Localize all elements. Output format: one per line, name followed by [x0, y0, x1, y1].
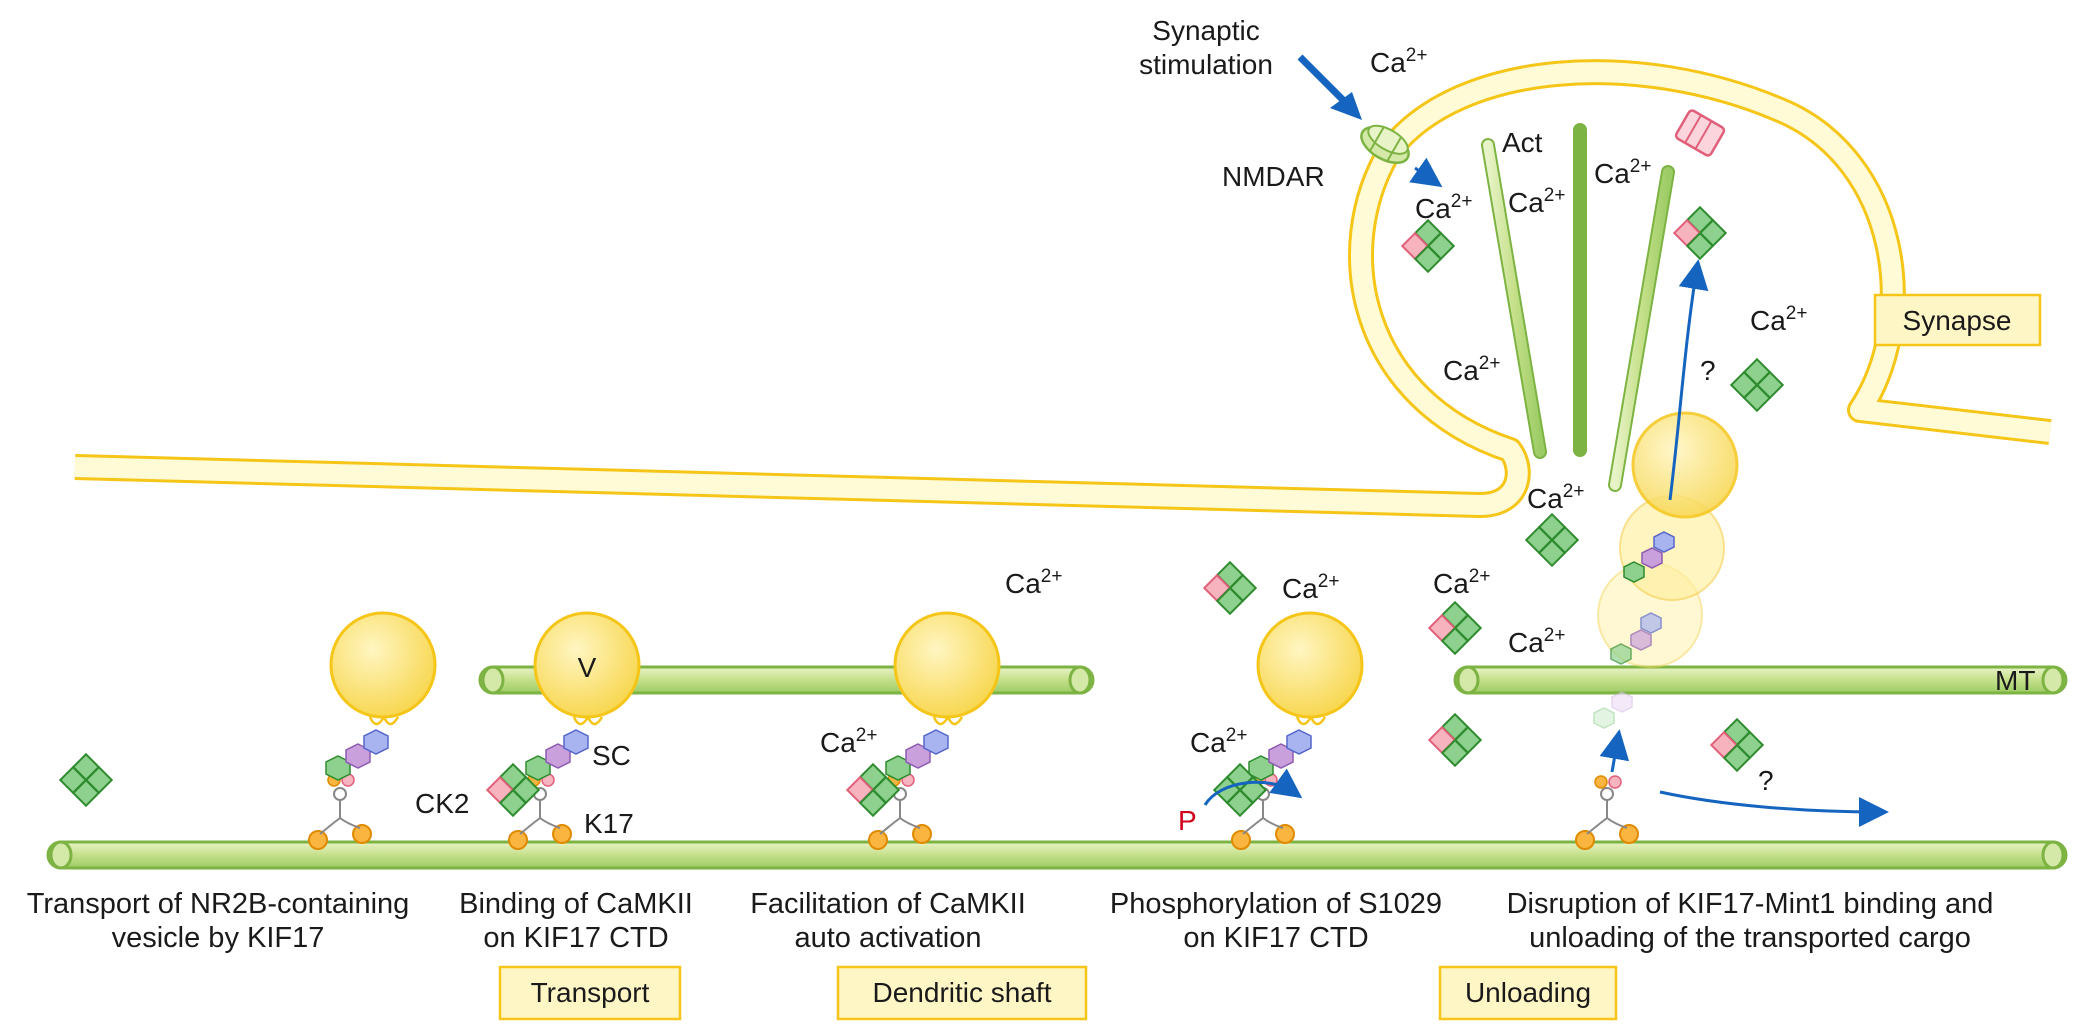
ca-label: Ca2+ [1190, 725, 1247, 758]
caption-1: Transport of NR2B-containing vesicle by … [27, 888, 410, 954]
ca-label: Ca2+ [820, 725, 877, 758]
mt-label: MT [1995, 665, 2035, 696]
ca-label: Ca2+ [1005, 566, 1062, 599]
svg-text:Dendritic shaft: Dendritic shaft [873, 977, 1052, 1008]
ck2-label: CK2 [415, 788, 469, 819]
camkii-cluster [1428, 601, 1482, 655]
camkii-cluster [1525, 513, 1579, 567]
camkii-cluster [1730, 358, 1784, 412]
synapse-box: Synapse [1873, 293, 2042, 347]
camkii-cluster [59, 753, 113, 807]
svg-text:Phosphorylation of S1029: Phosphorylation of S1029 [1110, 888, 1442, 920]
question-label-release: ? [1758, 765, 1774, 796]
camkii-cluster [1710, 718, 1764, 772]
synaptic-stimulation-label: Synaptic [1152, 15, 1259, 46]
p-label: P [1178, 805, 1197, 836]
ca-label: Ca2+ [1282, 571, 1339, 604]
svg-text:Transport of NR2B-containing: Transport of NR2B-containing [27, 888, 410, 920]
stage-3-complex [846, 611, 1001, 850]
svg-text:Synapse: Synapse [1903, 305, 2012, 336]
pink-channel-icon [1674, 109, 1726, 157]
ca-influx-arrow-icon [1409, 157, 1443, 188]
stage-5-complex [1575, 259, 1889, 850]
camkii-cluster [1428, 713, 1482, 767]
microtubule-upper-right [1453, 665, 2068, 695]
svg-text:Unloading: Unloading [1465, 977, 1591, 1008]
ca-label: Ca2+ [1433, 566, 1490, 599]
microtubule-bottom [46, 840, 2068, 870]
svg-text:Binding of CaMKII: Binding of CaMKII [459, 888, 693, 920]
act-label: Act [1502, 127, 1543, 158]
caption-5: Disruption of KIF17-Mint1 binding and un… [1507, 888, 1994, 954]
stage-1-complex [308, 611, 437, 850]
ca-label: Ca2+ [1594, 156, 1651, 189]
stimulation-arrow-icon [1297, 54, 1362, 120]
dendrite-membrane [74, 59, 2052, 518]
vesicle-label: V [578, 652, 597, 683]
ca-label: Ca2+ [1508, 185, 1565, 218]
nmdar-channel-icon [1360, 124, 1410, 165]
svg-text:on KIF17 CTD: on KIF17 CTD [1183, 922, 1368, 954]
ca-label: Ca2+ [1527, 481, 1584, 514]
svg-text:auto activation: auto activation [794, 922, 981, 954]
dendritic-shaft-box: Dendritic shaft [836, 965, 1088, 1021]
synaptic-stimulation-label-2: stimulation [1139, 49, 1273, 80]
sc-label: SC [592, 740, 631, 771]
ca-label: Ca2+ [1750, 303, 1807, 336]
camkii-cluster [1673, 206, 1727, 260]
nmdar-label: NMDAR [1222, 161, 1325, 192]
svg-text:Transport: Transport [531, 977, 650, 1008]
svg-text:Facilitation of CaMKII: Facilitation of CaMKII [750, 888, 1026, 920]
caption-3: Facilitation of CaMKII auto activation [750, 888, 1026, 954]
caption-2: Binding of CaMKII on KIF17 CTD [459, 888, 693, 954]
stage-2-complex [486, 611, 641, 850]
svg-text:unloading of the transported c: unloading of the transported cargo [1529, 922, 1971, 954]
unloading-box: Unloading [1438, 965, 1618, 1021]
ca-label: Ca2+ [1415, 191, 1472, 224]
ca-label: Ca2+ [1508, 625, 1565, 658]
question-label-synapse: ? [1700, 355, 1716, 386]
k17-label: K17 [584, 808, 634, 839]
stage-4-complex [1203, 611, 1364, 850]
actin-filaments [1481, 123, 1675, 492]
camkii-cluster [1401, 219, 1455, 273]
camkii-cluster [1203, 561, 1257, 615]
ca-label: Ca2+ [1443, 353, 1500, 386]
svg-text:Disruption of KIF17-Mint1 bind: Disruption of KIF17-Mint1 binding and [1507, 888, 1994, 920]
caption-4: Phosphorylation of S1029 on KIF17 CTD [1110, 888, 1442, 954]
svg-text:vesicle by KIF17: vesicle by KIF17 [112, 922, 325, 954]
transport-box: Transport [498, 965, 682, 1021]
ca-label: Ca2+ [1370, 45, 1427, 78]
svg-text:on KIF17 CTD: on KIF17 CTD [483, 922, 668, 954]
